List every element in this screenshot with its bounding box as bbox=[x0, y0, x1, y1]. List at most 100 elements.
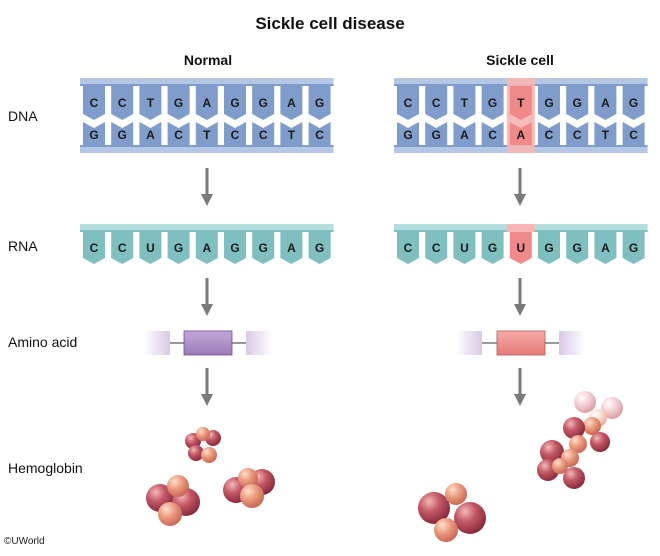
rna-sickle-base-5 bbox=[538, 232, 560, 264]
dna-sickle-base-top-6 bbox=[566, 86, 589, 120]
dna-normal-base-top-8 bbox=[308, 86, 331, 120]
hemoglobin-normal-small bbox=[185, 427, 221, 463]
dna-normal-letter-bottom-7: T bbox=[288, 128, 296, 142]
dna-sickle-base-top-4 bbox=[509, 86, 532, 120]
amino-acid-normal bbox=[144, 330, 272, 356]
rna-normal-letter-0: C bbox=[90, 241, 99, 255]
hemoglobin-normal-right bbox=[223, 468, 275, 508]
rna-sickle-base-6 bbox=[566, 232, 589, 264]
dna-sickle-letter-bottom-7: T bbox=[602, 128, 610, 142]
dna-normal-backbone-top bbox=[80, 78, 334, 85]
dna-normal-base-top-1 bbox=[111, 86, 134, 120]
dna-sickle-letter-top-5: G bbox=[544, 96, 553, 110]
dna-normal-base-top-6 bbox=[252, 86, 275, 120]
dna-sickle-base-bottom-2 bbox=[453, 122, 476, 145]
dna-sickle-letter-bottom-1: G bbox=[432, 128, 441, 142]
dna-sickle-letter-top-4: T bbox=[517, 96, 525, 110]
dna-sickle-letter-bottom-8: C bbox=[629, 128, 638, 142]
arrow-shaft-1 bbox=[205, 278, 209, 306]
dna-normal-letter-top-4: A bbox=[202, 96, 211, 110]
dna-sickle-base-bottom-4 bbox=[509, 122, 532, 145]
arrow-group bbox=[201, 168, 526, 406]
arrow-head-5 bbox=[514, 394, 526, 406]
rna-sickle-base-8 bbox=[622, 232, 645, 264]
dna-normal-base-bottom-7 bbox=[280, 122, 303, 145]
rna-normal-base-3 bbox=[167, 232, 190, 264]
arrow-head-4 bbox=[514, 304, 526, 316]
arrow-head-2 bbox=[201, 394, 213, 406]
hemoglobin-normal-left bbox=[146, 475, 200, 526]
rna-normal-letter-5: G bbox=[230, 241, 239, 255]
dna-sickle-letter-top-8: G bbox=[629, 96, 638, 110]
rna-normal-base-4 bbox=[195, 232, 218, 264]
dna-sickle-letter-top-0: C bbox=[404, 96, 413, 110]
arrow-shaft-5 bbox=[518, 368, 522, 396]
dna-normal-letter-bottom-3: C bbox=[174, 128, 183, 142]
dna-sickle-letter-top-1: C bbox=[432, 96, 441, 110]
rna-sickle-letter-7: A bbox=[601, 241, 610, 255]
dna-normal-base-bottom-5 bbox=[224, 122, 246, 145]
rna-normal-letter-7: A bbox=[287, 241, 296, 255]
rna-normal-base-5 bbox=[224, 232, 246, 264]
dna-sickle-letter-top-2: T bbox=[461, 96, 469, 110]
rna-sickle-letter-3: G bbox=[488, 241, 497, 255]
dna-sickle-base-bottom-6 bbox=[566, 122, 589, 145]
rna-normal-base-1 bbox=[111, 232, 134, 264]
rna-sickle-letter-0: C bbox=[404, 241, 413, 255]
dna-normal-base-bottom-2 bbox=[139, 122, 162, 145]
dna-sickle-base-top-8 bbox=[622, 86, 645, 120]
dna-normal-base-bottom-0 bbox=[83, 122, 105, 145]
arrow-shaft-2 bbox=[205, 368, 209, 396]
rna-normal-letter-3: G bbox=[174, 241, 183, 255]
dna-normal-base-top-4 bbox=[195, 86, 218, 120]
arrow-head-3 bbox=[514, 194, 526, 206]
dna-sickle-base-bottom-1 bbox=[425, 122, 448, 145]
rna-normal-backbone bbox=[80, 224, 334, 231]
dna-normal-base-bottom-4 bbox=[195, 122, 218, 145]
dna-normal-letter-bottom-0: G bbox=[89, 128, 98, 142]
dna-sickle-base-top-2 bbox=[453, 86, 476, 120]
dna-sickle-base-top-5 bbox=[538, 86, 560, 120]
dna-sickle-letter-top-6: G bbox=[573, 96, 582, 110]
row-label-rna: RNA bbox=[8, 238, 38, 254]
dna-normal-letter-top-1: C bbox=[118, 96, 127, 110]
rna-sickle-base-2 bbox=[453, 232, 476, 264]
rna-sickle-letter-4: U bbox=[516, 241, 525, 255]
dna-normal-backbone-bottom bbox=[80, 146, 334, 153]
rna-normal-base-6 bbox=[252, 232, 275, 264]
rna-normal-letter-8: G bbox=[315, 241, 324, 255]
diagram-title: Sickle cell disease bbox=[255, 14, 405, 33]
dna-normal-letter-top-6: G bbox=[259, 96, 268, 110]
dna-normal-base-bottom-8 bbox=[308, 122, 331, 145]
rna-sickle-letter-8: G bbox=[629, 241, 638, 255]
rna-sickle-base-1 bbox=[425, 232, 448, 264]
rna-sickle-letter-2: U bbox=[460, 241, 469, 255]
dna-sickle-base-bottom-5 bbox=[538, 122, 560, 145]
rna-sickle-letter-6: G bbox=[573, 241, 582, 255]
dna-normal-letter-top-2: T bbox=[147, 96, 155, 110]
dna-sickle-base-bottom-7 bbox=[594, 122, 617, 145]
dna-sickle-letter-bottom-6: C bbox=[573, 128, 582, 142]
arrow-shaft-3 bbox=[518, 168, 522, 196]
dna-sickle-base-bottom-3 bbox=[481, 122, 504, 145]
dna-sickle-letter-bottom-0: G bbox=[403, 128, 412, 142]
rna-normal-base-7 bbox=[280, 232, 303, 264]
row-label-amino-acid: Amino acid bbox=[8, 334, 78, 350]
row-label-hemoglobin: Hemoglobin bbox=[8, 460, 83, 476]
hemoglobin-sickle-chain bbox=[537, 391, 623, 489]
dna-normal-letter-top-5: G bbox=[230, 96, 239, 110]
arrow-shaft-4 bbox=[518, 278, 522, 306]
rna-sickle-letter-5: G bbox=[544, 241, 553, 255]
arrow-head-1 bbox=[201, 304, 213, 316]
rna-sickle-base-0 bbox=[397, 232, 419, 264]
dna-sickle-letter-bottom-2: A bbox=[460, 128, 469, 142]
dna-sickle-letter-bottom-5: C bbox=[545, 128, 554, 142]
dna-normal-letter-bottom-5: C bbox=[231, 128, 240, 142]
dna-normal-base-bottom-3 bbox=[167, 122, 190, 145]
dna-sickle-base-bottom-8 bbox=[622, 122, 645, 145]
arrow-shaft-0 bbox=[205, 168, 209, 196]
rna-normal-letter-6: G bbox=[259, 241, 268, 255]
arrow-head-0 bbox=[201, 194, 213, 206]
